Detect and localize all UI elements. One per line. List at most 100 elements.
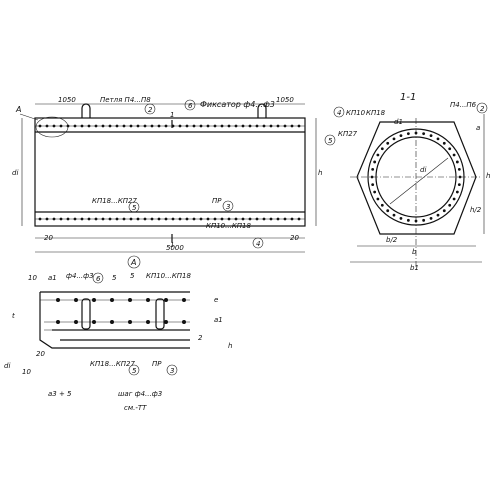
rebar-dot — [87, 124, 91, 128]
hexagon-outline — [356, 121, 477, 235]
section-di-label: di — [420, 166, 426, 174]
rebar-dot — [192, 124, 196, 128]
section-h2-label: h/2 — [470, 206, 482, 214]
rebar-dot — [436, 213, 440, 217]
rebar-dot — [455, 160, 459, 164]
rebar-dot — [59, 124, 63, 128]
detail-10b: 10 — [22, 368, 31, 376]
section-a-label: a — [476, 124, 480, 132]
rebar-dot — [171, 217, 175, 221]
pr-label: ПР — [212, 197, 222, 205]
rebar-dot — [178, 217, 182, 221]
detail-5b: 5 — [130, 272, 135, 280]
rebar-dots-section — [370, 131, 462, 223]
rebar-dot — [146, 298, 150, 302]
rebar-dot — [248, 124, 252, 128]
rebar-dot — [164, 124, 168, 128]
callout-4b: 4 — [337, 109, 341, 117]
callout-3b: 3 — [170, 367, 174, 375]
rebar-dot — [442, 209, 446, 213]
callout-6b-circle — [92, 272, 104, 284]
rebar-dot — [92, 298, 96, 302]
rebar-dot — [122, 217, 126, 221]
detail-di: di — [4, 362, 10, 370]
detail-cm: см.-ТТ — [124, 404, 147, 412]
detail-a1: a1 — [48, 274, 57, 282]
rebar-dot — [128, 298, 132, 302]
rebar-dot — [276, 124, 280, 128]
detail-kp: КП10...КП18 — [146, 272, 192, 280]
rebar-dot — [185, 217, 189, 221]
lifting-loop-left — [81, 103, 91, 118]
section-b2-label: b/2 — [386, 236, 398, 244]
callout-6: 6 — [188, 102, 193, 110]
rebar-dot — [406, 218, 410, 222]
rebar-dot — [227, 124, 231, 128]
detail-a1b: a1 — [214, 316, 223, 324]
rebar-dot — [452, 153, 456, 157]
section-title: 1-1 — [400, 92, 416, 103]
rebar-dot — [122, 124, 126, 128]
rebar-dot — [110, 298, 114, 302]
rebar-dot — [94, 124, 98, 128]
callout-6-circle — [184, 99, 196, 111]
rebar-dot — [380, 203, 384, 207]
callout-5b: 5 — [328, 137, 333, 145]
detail-a-title: A — [130, 258, 136, 267]
loop-label: Петля П4...П8 — [100, 96, 151, 104]
callout-3: 3 — [226, 203, 230, 211]
rebar-dot — [73, 217, 77, 221]
rebar-dot — [150, 124, 154, 128]
rebar-dot — [74, 298, 78, 302]
detail-t: t — [12, 312, 15, 320]
dim-1050-right: 1050 — [276, 96, 294, 104]
rebar-dot — [386, 141, 390, 145]
rebar-dot — [87, 217, 91, 221]
rebar-dot — [455, 190, 459, 194]
detail-loop-right — [155, 298, 165, 330]
fixator-label: Фиксатор ф4...ф3 — [200, 100, 275, 109]
dim-1050-left: 1050 — [58, 96, 76, 104]
rebar-dot — [248, 217, 252, 221]
detail-a-title-circle — [127, 255, 141, 269]
detail-a3: a3 + 5 — [48, 390, 72, 398]
rebar-dot — [80, 124, 84, 128]
section-b1-label: b1 — [410, 264, 419, 272]
rebar-dot — [136, 124, 140, 128]
rebar-dot — [108, 124, 112, 128]
rebar-dot — [80, 217, 84, 221]
elevation-view: A 1050 1050 Петля П4...П8 2 6 Фиксатор ф… — [12, 96, 322, 253]
detail-e: e — [214, 296, 218, 304]
rebar-dot — [38, 124, 42, 128]
pipe-body-outline — [34, 117, 306, 227]
detail-pr: ПР — [152, 360, 162, 368]
rebar-dot — [262, 124, 266, 128]
section-view: 1-1 di 4 КП10 КП18 5 КП27 d1 П4...П6 2 a… — [324, 92, 490, 272]
rebar-dot — [386, 209, 390, 213]
callout-5: 5 — [132, 204, 137, 212]
dim-5000: 5000 — [166, 244, 184, 252]
callout-6b: 6 — [96, 275, 101, 283]
rebar-dot — [213, 124, 217, 128]
section-h-label: h — [486, 172, 490, 180]
rebar-dot — [283, 124, 287, 128]
rebar-dot — [129, 124, 133, 128]
rebar-dot — [143, 217, 147, 221]
callout-4b-circle — [333, 106, 345, 118]
rebar-dots-elevation — [38, 124, 301, 221]
rebar-dot — [414, 219, 418, 223]
rebar-dot — [234, 124, 238, 128]
rebar-dot — [406, 132, 410, 136]
callout-5-circle — [128, 201, 140, 213]
detail-step: шаг ф4...ф3 — [118, 390, 162, 398]
callout-5c-circle — [128, 364, 140, 376]
rebar-dot — [157, 217, 161, 221]
detail-5a: 5 — [112, 274, 117, 282]
callout-2: 2 — [148, 106, 153, 114]
di-label: di — [12, 169, 18, 177]
rebar-dot — [241, 217, 245, 221]
rebar-dots-detail — [56, 298, 186, 324]
detail-10: 10 — [28, 274, 37, 282]
rebar-dot — [66, 124, 70, 128]
